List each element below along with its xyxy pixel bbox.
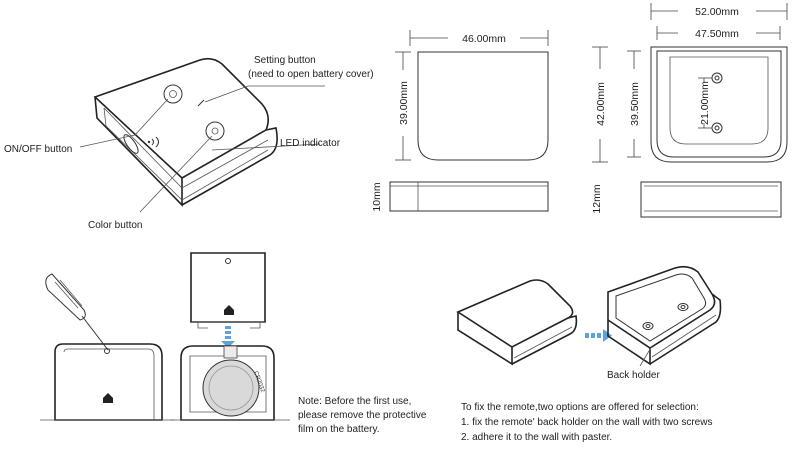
mounting-remote — [456, 279, 578, 366]
battery-cover-clips — [197, 322, 261, 329]
color-button-label: Color button — [88, 220, 142, 231]
screwdriver-grip-lines — [54, 279, 83, 309]
mounting-instruction-line3: 2. adhere it to the wall with paster. — [461, 432, 612, 443]
back-recess-outline — [669, 56, 769, 145]
battery-compartment — [189, 355, 267, 413]
holder-edge-line — [651, 314, 717, 358]
battery-note-line2: please remove the protective — [298, 410, 427, 421]
screw-hole-bottom — [711, 122, 723, 134]
remote-back-case — [54, 343, 163, 421]
mounting-instruction-line1: To fix the remote,two options are offere… — [461, 402, 699, 413]
screwdriver-step — [40, 273, 175, 421]
front-width-label: 46.00mm — [462, 33, 506, 45]
coin-battery — [202, 359, 260, 417]
callout-lines — [79, 85, 325, 213]
back-inner-outline — [656, 50, 782, 158]
back-holder-callout-line — [639, 345, 653, 367]
home-icon — [103, 393, 113, 403]
screw-spacing-label-bg — [697, 83, 711, 123]
holder-screw-hole-left-inner — [645, 324, 651, 328]
front-side-profile — [389, 181, 549, 212]
screwdriver-shaft — [81, 315, 109, 351]
screw-hole-bottom-inner — [714, 125, 720, 131]
mount-remote-edge — [513, 326, 573, 359]
holder-right-side — [649, 293, 722, 365]
onoff-button-shape — [163, 84, 183, 104]
holder-screw-hole-right — [677, 303, 689, 311]
screw-hole-top-inner — [714, 75, 720, 81]
front-face-outline — [417, 51, 549, 161]
remote-bottom-edge — [103, 107, 269, 201]
remote-3d-view — [93, 57, 278, 207]
setting-button-mark — [197, 99, 205, 107]
color-button-shape — [205, 121, 225, 141]
remote-open-case — [180, 345, 275, 421]
back-holder-3d — [607, 265, 722, 367]
back-inner-width-label-bg — [678, 26, 756, 40]
holder-top — [607, 265, 716, 349]
back-side-profile — [640, 181, 782, 218]
mount-remote-left-side — [457, 312, 513, 366]
remote-back-inner-edge — [63, 348, 155, 420]
front-height-label: 39.00mm — [398, 81, 410, 125]
home-icon-cover — [224, 305, 234, 315]
onoff-button-icon — [169, 90, 177, 98]
mounting-instruction-line2: 1. fix the remote' back holder on the wa… — [461, 417, 712, 428]
battery-cover-screw-hole — [225, 258, 231, 264]
back-outer-outline — [650, 46, 788, 163]
battery-film-tab — [223, 345, 238, 359]
front-height-label-bg — [396, 70, 410, 136]
remote-top-face — [93, 57, 270, 179]
mount-remote-top — [456, 279, 574, 348]
remote-side-slot — [123, 134, 139, 154]
back-inner-height-label-bg — [627, 69, 641, 139]
setting-button-label: Setting button — [254, 55, 316, 66]
remote-left-side — [94, 96, 183, 207]
holder-screw-hole-right-inner — [680, 305, 686, 309]
back-outer-height-label-bg — [593, 69, 607, 139]
screw-spacing-label: 21.00mm — [699, 81, 711, 125]
screw-hole-top — [711, 72, 723, 84]
holder-screw-hole-left — [642, 322, 654, 330]
back-view-drawing: 52.00mm 47.50mm 21.00mm 42.00mm 39 — [591, 3, 788, 218]
color-button-icon — [211, 127, 219, 135]
back-holder-label: Back holder — [607, 370, 660, 381]
led-indicator-label: LED indicator — [280, 138, 341, 149]
battery-note-line1: Note: Before the first use, — [298, 396, 411, 407]
remote-top-edge — [103, 107, 269, 189]
front-thickness-label: 10mm — [371, 182, 383, 211]
front-width-label-bg — [448, 31, 520, 45]
remote-right-side — [181, 127, 278, 206]
color-callout-line — [139, 135, 213, 213]
coin-battery-ring — [208, 365, 254, 411]
battery-note-line3: film on the battery. — [298, 424, 380, 435]
back-outer-height-label: 42.00mm — [595, 82, 607, 126]
led-dot — [147, 140, 151, 144]
back-inner-height-label: 39.50mm — [629, 82, 641, 126]
insert-arrow — [221, 326, 235, 348]
setting-callout-pointer — [204, 85, 249, 103]
mount-remote-right-side — [511, 315, 578, 365]
screwdriver-handle — [45, 273, 86, 321]
back-outer-width-label: 52.00mm — [695, 6, 739, 18]
battery-cover-screw — [104, 348, 110, 354]
front-view-drawing: 46.00mm 39.00mm 10mm — [371, 30, 549, 212]
led-signal-icon — [151, 136, 159, 148]
battery-step: CR2032 — [170, 252, 290, 421]
back-thickness-label: 12mm — [591, 184, 603, 213]
back-inner-width-label: 47.50mm — [695, 28, 739, 40]
setting-button-note: (need to open battery cover) — [248, 69, 374, 80]
onoff-button-label: ON/OFF button — [4, 144, 72, 155]
led-callout-line — [211, 143, 321, 151]
holder-left-side — [607, 320, 651, 366]
back-outer-width-label-bg — [678, 4, 756, 18]
holder-inner-recess — [615, 273, 707, 342]
onoff-callout-line — [79, 98, 169, 148]
